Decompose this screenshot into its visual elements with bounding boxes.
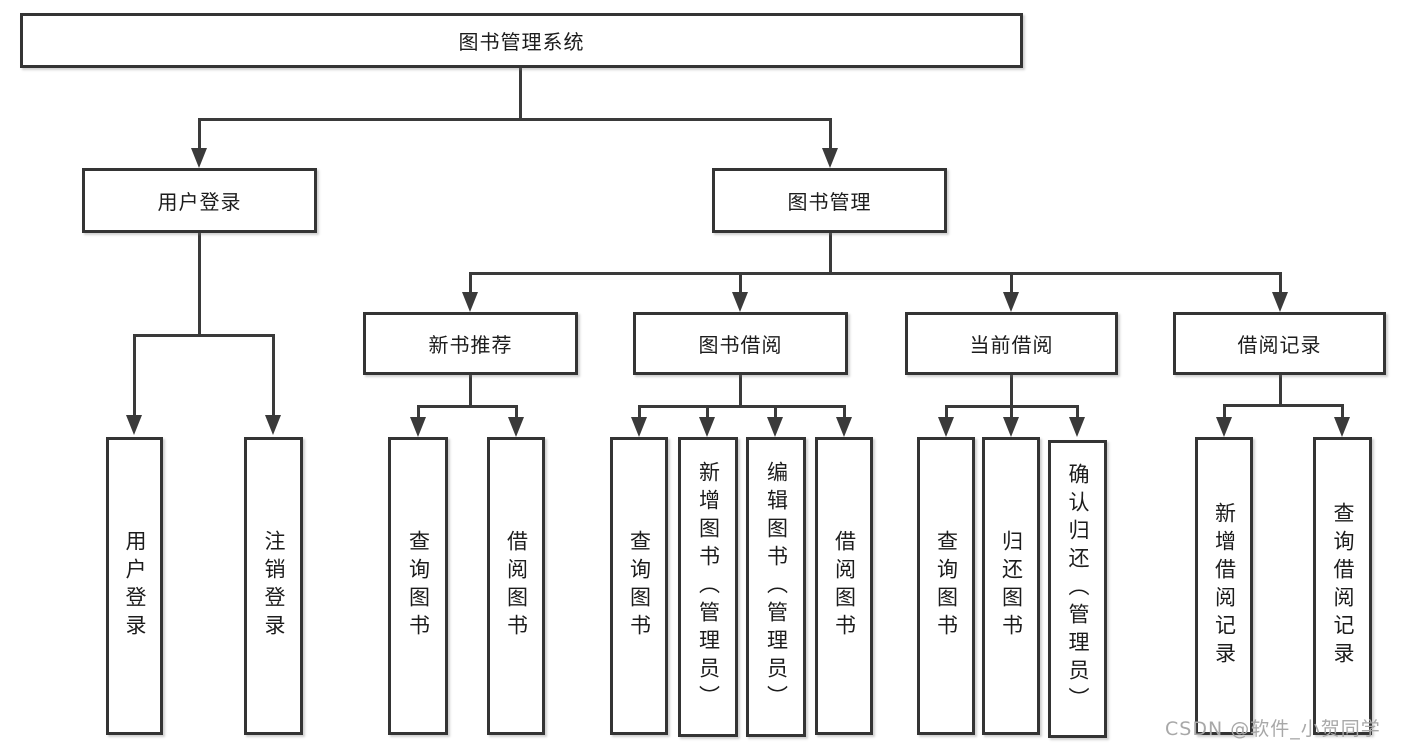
connector-root-vline	[519, 66, 522, 120]
node-user-login-label: 用户登录	[157, 190, 242, 214]
connector-leaf-shaft	[706, 405, 709, 419]
leaf-label: 新增借阅记录	[1212, 502, 1237, 670]
leaf-label: 确认归还（管理员）	[1066, 463, 1090, 715]
arrowhead-down-icon	[699, 417, 715, 437]
connector-leaf-shaft	[774, 405, 777, 419]
node-book-management: 图书管理	[712, 168, 947, 233]
arrowhead-down-icon	[1272, 292, 1288, 312]
node-leaf-edit-book-admin: 编辑图书（管理员）	[746, 437, 806, 737]
connector-book-management-vline	[829, 231, 832, 275]
connector-leaf-shaft	[638, 405, 641, 419]
node-book-management-label: 图书管理	[787, 190, 872, 214]
node-leaf-query-book-recommend: 查询图书	[388, 437, 448, 735]
arrowhead-down-icon	[631, 417, 647, 437]
connector-book-borrow-vline	[739, 373, 742, 407]
node-leaf-query-book-current: 查询图书	[917, 437, 975, 735]
leaf-label: 查询图书	[627, 530, 652, 642]
arrowhead-down-icon	[191, 148, 207, 168]
node-leaf-query-borrow-record: 查询借阅记录	[1313, 437, 1372, 735]
node-leaf-query-book-borrow: 查询图书	[610, 437, 668, 735]
node-leaf-borrow-book-recommend: 借阅图书	[487, 437, 545, 735]
leaf-label: 用户登录	[123, 530, 147, 642]
node-current-borrow: 当前借阅	[905, 312, 1118, 375]
connector-leaf-shaft	[1341, 404, 1344, 419]
node-leaf-confirm-return-admin: 确认归还（管理员）	[1048, 440, 1107, 738]
leaf-label: 归还图书	[999, 530, 1024, 642]
arrowhead-down-icon	[1334, 417, 1350, 437]
node-current-borrow-label: 当前借阅	[969, 333, 1054, 357]
node-leaf-logout: 注销登录	[244, 437, 303, 735]
connector-to-user-login-shaft	[198, 118, 201, 150]
arrowhead-down-icon	[410, 417, 426, 437]
arrowhead-down-icon	[126, 415, 142, 435]
arrowhead-down-icon	[1003, 417, 1019, 437]
connector-to-current-borrow-shaft	[1010, 272, 1013, 294]
arrowhead-down-icon	[732, 292, 748, 312]
node-library-system-label: 图书管理系统	[458, 30, 585, 54]
node-leaf-user-login: 用户登录	[106, 437, 163, 735]
connector-to-login-shaft	[133, 334, 136, 417]
connector-to-book-management-shaft	[829, 118, 832, 150]
arrowhead-down-icon	[836, 417, 852, 437]
arrowhead-down-icon	[508, 417, 524, 437]
leaf-label: 查询借阅记录	[1331, 502, 1355, 670]
node-new-book-recommend: 新书推荐	[363, 312, 578, 375]
connector-leaf-shaft	[945, 405, 948, 419]
connector-to-new-book-shaft	[469, 272, 472, 294]
node-book-borrow-label: 图书借阅	[698, 333, 783, 357]
connector-root-hline	[198, 118, 832, 121]
arrowhead-down-icon	[822, 148, 838, 168]
connector-user-login-vline	[198, 231, 201, 336]
connector-book-borrow-hline	[638, 405, 846, 408]
connector-book-management-hline	[469, 272, 1281, 275]
watermark-text: CSDN @软件_小贺同学	[1165, 718, 1381, 740]
arrowhead-down-icon	[767, 417, 783, 437]
leaf-label: 新增图书（管理员）	[696, 461, 721, 713]
leaf-label: 注销登录	[262, 530, 286, 642]
connector-leaf-shaft	[1076, 405, 1079, 419]
connector-leaf-shaft	[515, 405, 518, 419]
connector-to-borrow-records-shaft	[1279, 272, 1282, 294]
leaf-label: 借阅图书	[504, 530, 529, 642]
connector-to-book-borrow-shaft	[739, 272, 742, 294]
leaf-label: 编辑图书（管理员）	[764, 461, 789, 713]
node-leaf-return-book: 归还图书	[982, 437, 1040, 735]
connector-new-book-vline	[469, 373, 472, 407]
arrowhead-down-icon	[1069, 417, 1085, 437]
node-leaf-add-book-admin: 新增图书（管理员）	[678, 437, 738, 737]
leaf-label: 查询图书	[934, 530, 959, 642]
connector-new-book-hline	[417, 405, 518, 408]
connector-leaf-shaft	[1010, 405, 1013, 419]
connector-current-borrow-vline	[1010, 373, 1013, 407]
connector-user-login-hline	[133, 334, 275, 337]
node-leaf-add-borrow-record: 新增借阅记录	[1195, 437, 1253, 735]
arrowhead-down-icon	[265, 415, 281, 435]
leaf-label: 查询图书	[406, 530, 431, 642]
connector-leaf-shaft	[1223, 404, 1226, 419]
connector-leaf-shaft	[417, 405, 420, 419]
connector-borrow-records-vline	[1279, 373, 1282, 407]
node-leaf-borrow-book: 借阅图书	[815, 437, 873, 735]
leaf-label: 借阅图书	[832, 530, 857, 642]
connector-leaf-shaft	[843, 405, 846, 419]
node-new-book-recommend-label: 新书推荐	[428, 333, 513, 357]
node-borrow-records: 借阅记录	[1173, 312, 1386, 375]
node-library-system: 图书管理系统	[20, 13, 1023, 68]
node-borrow-records-label: 借阅记录	[1237, 333, 1322, 357]
node-book-borrow: 图书借阅	[633, 312, 848, 375]
arrowhead-down-icon	[1216, 417, 1232, 437]
arrowhead-down-icon	[938, 417, 954, 437]
arrowhead-down-icon	[462, 292, 478, 312]
connector-to-logout-shaft	[272, 334, 275, 417]
arrowhead-down-icon	[1003, 292, 1019, 312]
connector-borrow-records-hline	[1223, 404, 1344, 407]
node-user-login: 用户登录	[82, 168, 317, 233]
